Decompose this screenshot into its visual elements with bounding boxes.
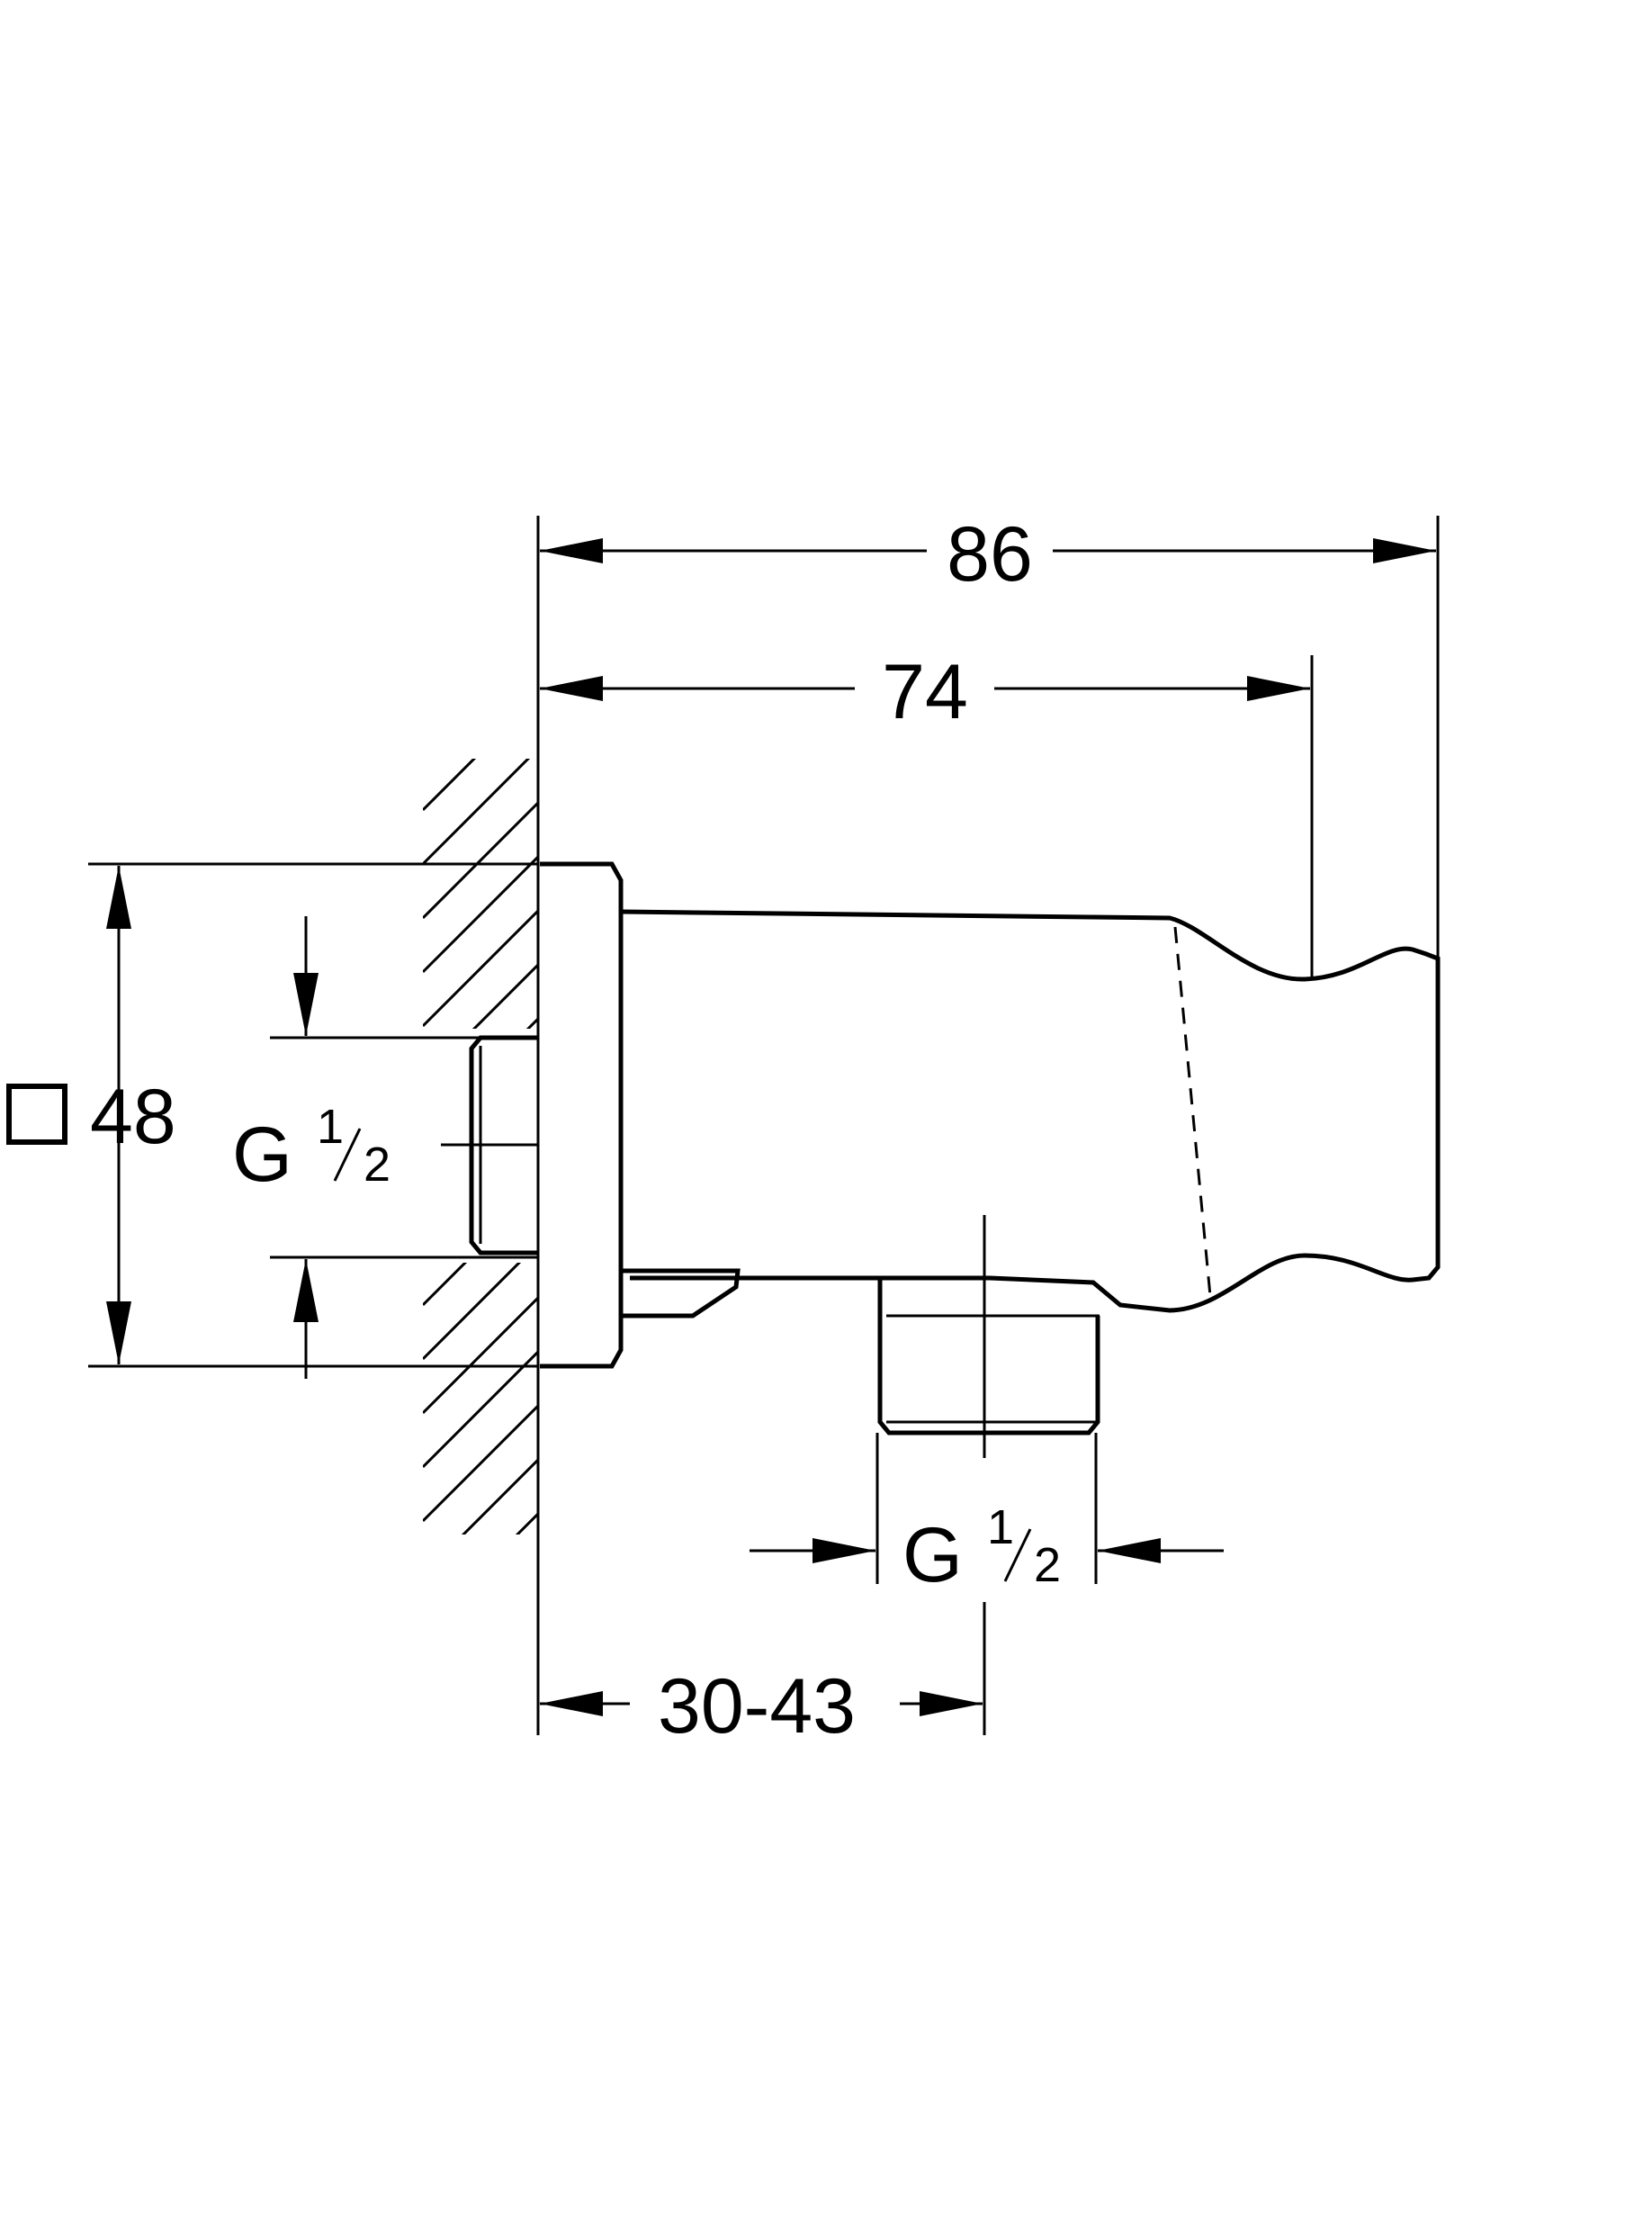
outlet-thread-dimension: [750, 1433, 1224, 1584]
dimension-74: [540, 655, 1314, 979]
dimension-86: [536, 516, 1440, 958]
dimension-48: [6, 862, 538, 1368]
inlet-thread-letter: G: [232, 1112, 292, 1198]
dimension-86-label: 86: [947, 511, 1033, 598]
inlet-thread-label: G 1 2: [232, 1100, 391, 1198]
square-symbol: [6, 1084, 67, 1145]
inlet-thread-denominator: 2: [364, 1138, 391, 1192]
inlet-thread-dimension: [270, 916, 538, 1379]
outlet-thread-denominator: 2: [1034, 1538, 1061, 1592]
dimension-74-label: 74: [882, 649, 968, 735]
dimension-48-label: 48: [90, 1074, 176, 1160]
wall-hatching: [423, 759, 540, 1534]
outlet-thread-label: G 1 2: [902, 1500, 1061, 1598]
inlet-thread-numerator: 1: [317, 1100, 344, 1154]
dimension-30-43-label: 30-43: [658, 1663, 856, 1750]
outlet-thread-letter: G: [902, 1512, 963, 1598]
dimension-30-43: [536, 1534, 986, 1735]
outlet-thread-numerator: 1: [987, 1500, 1014, 1554]
wall-outlet-body: [469, 861, 1441, 1436]
center-lines: [441, 1143, 986, 1458]
